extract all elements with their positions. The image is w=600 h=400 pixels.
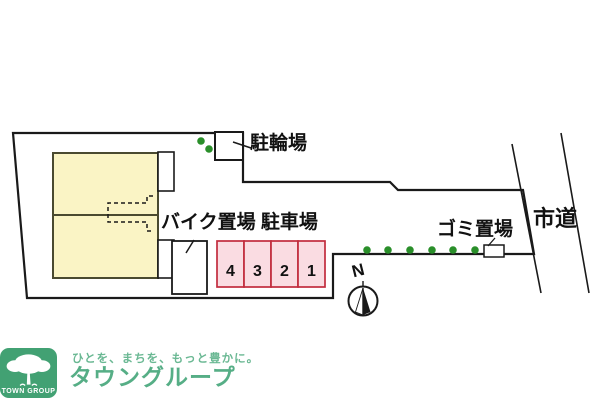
bicycle-parking-box bbox=[214, 131, 244, 161]
parking-space-number-4: 4 bbox=[226, 263, 235, 280]
parking-space-1 bbox=[297, 240, 326, 288]
parking-spaces bbox=[216, 240, 326, 288]
tree-icon bbox=[6, 354, 51, 386]
bicycle-parking-leader-line bbox=[232, 141, 252, 149]
parking-space-2 bbox=[270, 240, 299, 288]
garbage-area-label: ゴミ置場 bbox=[437, 219, 514, 240]
site-boundary bbox=[11, 131, 536, 300]
garbage-area-leader-line bbox=[487, 237, 496, 247]
parking-space-number-3: 3 bbox=[253, 263, 262, 280]
bike-storage-leader-line bbox=[185, 239, 195, 254]
compass-icon bbox=[347, 281, 379, 317]
stairs-dashed-outline bbox=[107, 195, 153, 232]
shrub-dots bbox=[197, 137, 479, 254]
garbage-area-box bbox=[483, 244, 505, 258]
building-annex-top bbox=[157, 151, 175, 192]
town-group-logo: TOWN GROUP bbox=[0, 348, 57, 398]
road-edge-right bbox=[560, 132, 590, 294]
parking-space-number-2: 2 bbox=[280, 263, 289, 280]
town-group-logo-text: TOWN GROUP bbox=[1, 388, 56, 395]
road-edge-left bbox=[511, 143, 542, 294]
footer-brand-name: タウングループ bbox=[69, 364, 236, 390]
bike-storage-and-parking-label: バイク置場 駐車場 bbox=[161, 212, 318, 233]
footer-tagline: ひとを、まちを、もっと豊かに。 bbox=[72, 353, 260, 365]
bicycle-parking-label: 駐輪場 bbox=[250, 133, 308, 154]
parking-space-4 bbox=[216, 240, 245, 288]
city-road-label: 市道 bbox=[533, 206, 578, 231]
parking-space-number-1: 1 bbox=[307, 263, 316, 280]
bike-storage-box bbox=[171, 240, 208, 295]
